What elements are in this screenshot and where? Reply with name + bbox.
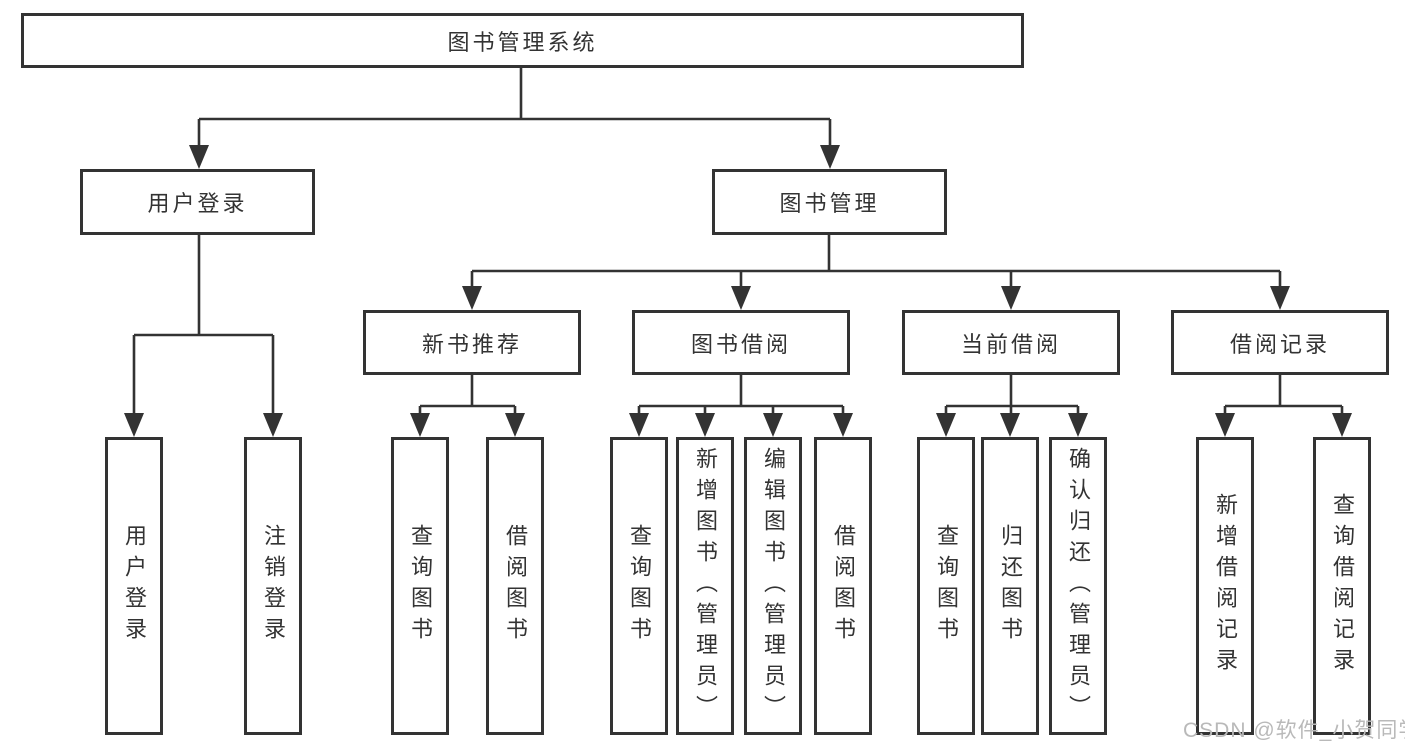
node-label: 用户登录 bbox=[147, 191, 248, 216]
arrow-down-icon bbox=[410, 413, 430, 437]
arrow-down-icon bbox=[505, 413, 525, 437]
watermark: CSDN @软件_小贺同学 bbox=[1183, 719, 1405, 742]
node-book-borrow: 图书借阅 bbox=[632, 310, 850, 375]
leaf-add-borrow-record: 新增借阅记录 bbox=[1196, 437, 1254, 735]
arrowhead-icons bbox=[124, 145, 1352, 437]
connector-user-login bbox=[132, 235, 275, 414]
node-new-book-recommend: 新书推荐 bbox=[363, 310, 581, 375]
leaf-query-books-newrec: 查询图书 bbox=[391, 437, 449, 735]
connector-lines bbox=[132, 68, 1344, 414]
connector-book-mgmt bbox=[470, 235, 1282, 289]
arrow-down-icon bbox=[833, 413, 853, 437]
arrow-down-icon bbox=[1215, 413, 1235, 437]
connector-current-borrow bbox=[944, 375, 1080, 414]
arrow-down-icon bbox=[462, 286, 482, 310]
leaf-query-borrow-record: 查询借阅记录 bbox=[1313, 437, 1371, 735]
arrow-down-icon bbox=[1001, 286, 1021, 310]
node-label: 借阅图书 bbox=[503, 524, 528, 648]
connector-root bbox=[197, 68, 832, 146]
node-current-borrow: 当前借阅 bbox=[902, 310, 1120, 375]
node-label: 图书管理 bbox=[779, 191, 880, 216]
node-label: 当前借阅 bbox=[960, 331, 1061, 357]
connector-book-borrow bbox=[637, 375, 845, 414]
arrow-down-icon bbox=[695, 413, 715, 437]
arrow-down-icon bbox=[1270, 286, 1290, 310]
node-label: 查询图书 bbox=[408, 524, 433, 648]
node-label: 注销登录 bbox=[261, 524, 286, 648]
node-label: 借阅图书 bbox=[831, 524, 856, 648]
leaf-edit-books-admin: 编辑图书（管理员） bbox=[744, 437, 802, 735]
leaf-user-login: 用户登录 bbox=[105, 437, 163, 735]
arrow-down-icon bbox=[629, 413, 649, 437]
node-label: 查询图书 bbox=[627, 524, 652, 648]
node-label: 查询借阅记录 bbox=[1330, 493, 1355, 679]
arrow-down-icon bbox=[124, 413, 144, 437]
node-label: 查询图书 bbox=[934, 524, 959, 648]
node-label: 编辑图书（管理员） bbox=[761, 446, 786, 726]
arrow-down-icon bbox=[1332, 413, 1352, 437]
connector-borrow-records bbox=[1223, 375, 1344, 414]
node-label: 图书借阅 bbox=[690, 331, 791, 357]
arrow-down-icon bbox=[263, 413, 283, 437]
arrow-down-icon bbox=[763, 413, 783, 437]
node-label: 归还图书 bbox=[998, 524, 1023, 648]
leaf-add-books-admin: 新增图书（管理员） bbox=[676, 437, 734, 735]
node-borrow-records: 借阅记录 bbox=[1171, 310, 1389, 375]
leaf-return-books: 归还图书 bbox=[981, 437, 1039, 735]
arrow-down-icon bbox=[936, 413, 956, 437]
node-book-management: 图书管理 bbox=[712, 169, 947, 235]
leaf-query-books-borrow: 查询图书 bbox=[610, 437, 668, 735]
leaf-borrow-books-newrec: 借阅图书 bbox=[486, 437, 544, 735]
connector-new-books bbox=[418, 375, 517, 414]
node-label: 新增借阅记录 bbox=[1213, 493, 1238, 679]
arrow-down-icon bbox=[820, 145, 840, 169]
node-label: 借阅记录 bbox=[1229, 331, 1330, 357]
leaf-query-books-current: 查询图书 bbox=[917, 437, 975, 735]
node-root-library-system: 图书管理系统 bbox=[21, 13, 1024, 68]
node-user-login: 用户登录 bbox=[80, 169, 315, 235]
arrow-down-icon bbox=[189, 145, 209, 169]
arrow-down-icon bbox=[1000, 413, 1020, 437]
node-label: 图书管理系统 bbox=[447, 29, 598, 55]
node-label: 用户登录 bbox=[122, 524, 147, 648]
leaf-logout: 注销登录 bbox=[244, 437, 302, 735]
node-label: 确认归还（管理员） bbox=[1066, 446, 1091, 726]
leaf-confirm-return-admin: 确认归还（管理员） bbox=[1049, 437, 1107, 735]
arrow-down-icon bbox=[731, 286, 751, 310]
node-label: 新增图书（管理员） bbox=[693, 446, 718, 726]
arrow-down-icon bbox=[1068, 413, 1088, 437]
leaf-borrow-books: 借阅图书 bbox=[814, 437, 872, 735]
node-label: 新书推荐 bbox=[421, 331, 522, 357]
